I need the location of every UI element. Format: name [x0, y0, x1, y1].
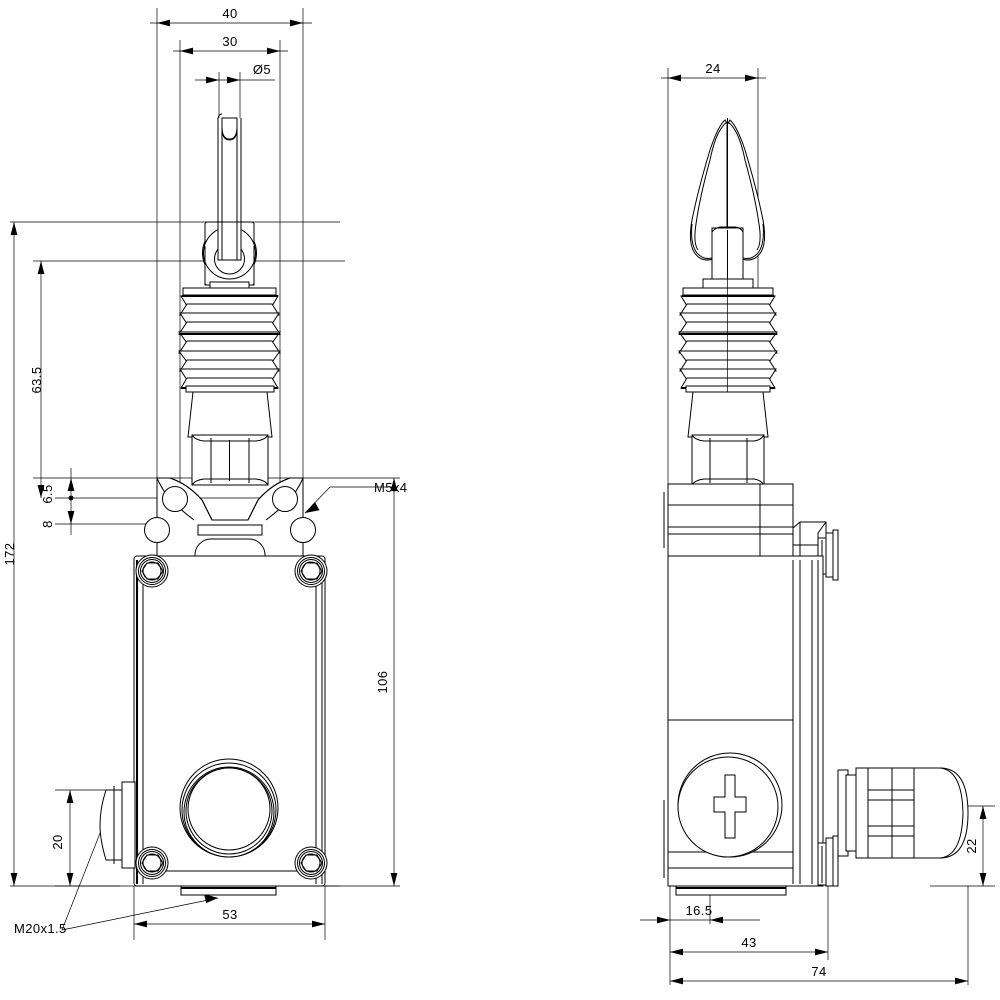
front-bellows: [178, 287, 281, 393]
dim-20: 20: [50, 834, 65, 849]
front-hex-nut: [187, 391, 273, 486]
mount-hole-upper-right: [272, 486, 298, 512]
side-dimension-text: 24 16.5 43 74 22: [686, 61, 979, 979]
dim-24: 24: [705, 61, 720, 76]
mount-hole-lower-right: [290, 517, 316, 543]
side-roller-lever: [689, 118, 766, 291]
front-dimension-text: 40 30 Ø5 172 63.5 6.5 8 106 20 53 M5x4 M…: [2, 6, 407, 936]
dim-16-5: 16.5: [686, 903, 713, 918]
front-head-shoulders: [144, 477, 316, 578]
front-cable-entry-boss: [179, 758, 279, 858]
dim-74: 74: [811, 964, 826, 979]
bellows-folds: [178, 294, 281, 390]
dim-40: 40: [222, 6, 237, 21]
side-dimension-lines: [640, 74, 987, 985]
dim-43: 43: [741, 935, 756, 950]
dim-106: 106: [375, 671, 390, 694]
screw-top-left: [135, 554, 169, 588]
dim-172: 172: [2, 543, 17, 566]
front-corner-screws: [135, 554, 328, 880]
dim-8: 8: [40, 520, 55, 528]
dim-22: 22: [964, 838, 979, 853]
dim-dia5: Ø5: [253, 62, 271, 77]
side-bellows: [678, 260, 778, 395]
side-main-body: [664, 555, 824, 896]
side-bellows-folds: [678, 294, 778, 390]
side-view: 24 16.5 43 74 22: [640, 61, 995, 985]
side-screw-head: [677, 752, 783, 858]
mount-hole-upper-left: [162, 486, 188, 512]
side-hex-nut: [687, 391, 769, 486]
front-pivot-block: [202, 221, 257, 293]
label-m20x1-5: M20x1.5: [14, 921, 67, 936]
front-main-body: [133, 554, 328, 896]
screw-bottom-left: [135, 846, 169, 880]
front-dimension-lines: [10, 19, 398, 931]
mount-hole-lower-left: [144, 517, 170, 543]
side-cable-gland: [837, 767, 969, 859]
front-left-gland: [99, 781, 136, 869]
front-lever-fork: [217, 114, 242, 252]
screw-top-right: [294, 554, 328, 588]
front-view: 40 30 Ø5 172 63.5 6.5 8 106 20 53 M5x4 M…: [2, 6, 407, 940]
screw-bottom-right: [294, 846, 328, 880]
dim-6-5: 6.5: [40, 484, 55, 503]
label-m5x4: M5x4: [374, 480, 407, 495]
dim-30: 30: [222, 34, 237, 49]
side-latch-lower: [817, 835, 839, 887]
dim-53: 53: [222, 907, 237, 922]
dim-63-5: 63.5: [29, 367, 44, 394]
